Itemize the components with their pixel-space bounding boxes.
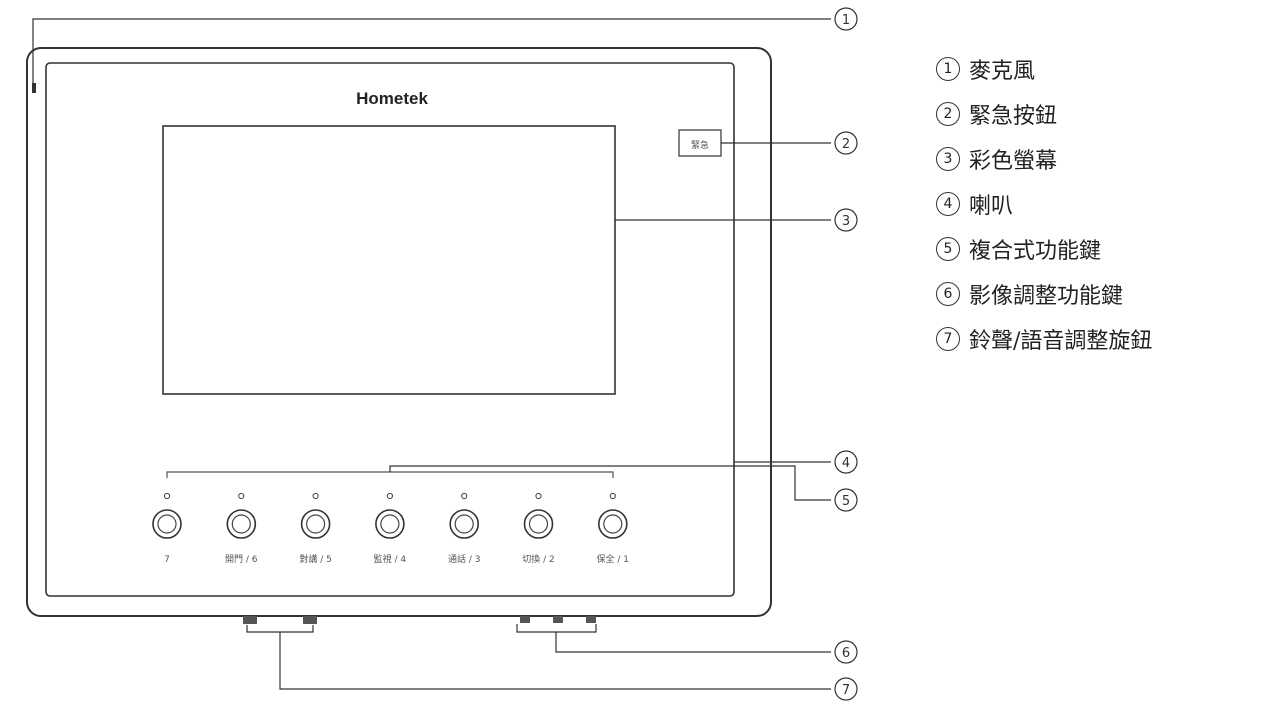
callout-3-number: 3: [842, 214, 850, 229]
image-adjust-key-middle: [553, 616, 563, 623]
leader-line-7: [279, 632, 831, 690]
volume-knob-bracket: [246, 625, 314, 633]
volume-knob-housing-left: [243, 616, 257, 624]
brand-logo: Hometek: [356, 89, 428, 108]
callout-4: 4: [834, 450, 858, 474]
button-cap: [380, 514, 400, 534]
callout-7-number: 7: [842, 683, 850, 698]
indicator-led: [535, 492, 542, 500]
callout-6: 6: [834, 640, 858, 664]
emergency-button: [678, 129, 722, 157]
device-inner-panel: [45, 62, 735, 597]
legend: 1 麥克風 2 緊急按鈕 3 彩色螢幕 4 喇叭 5 複合式功能鍵 6 影像調整…: [936, 50, 1266, 365]
button-label: 切換 / 2: [522, 553, 554, 565]
image-adjust-key-right: [586, 616, 596, 623]
button-label: 監視 / 4: [374, 553, 407, 565]
legend-number: 1: [936, 56, 960, 81]
callout-5-circle: [834, 488, 858, 512]
indicator-led: [609, 492, 616, 500]
button-label: 開門 / 6: [225, 554, 258, 565]
button-label: 7: [164, 555, 170, 565]
legend-number: 2: [936, 101, 960, 126]
callout-5: 5: [834, 488, 858, 512]
callout-7-circle: [834, 677, 858, 701]
callouts: 1 2 3 4 5 6 7: [834, 7, 858, 701]
legend-number: 4: [936, 191, 960, 216]
legend-label: 複合式功能鍵: [969, 238, 1102, 264]
function-button-2: 開門 / 6: [225, 492, 258, 565]
legend-item-combo-function-keys: 5 複合式功能鍵: [936, 230, 1266, 267]
leader-lines: [32, 18, 831, 690]
function-button-4: 監視 / 4: [374, 492, 407, 565]
indicator-led: [461, 492, 468, 500]
callout-1: 1: [834, 7, 858, 31]
indicator-led: [163, 492, 171, 500]
button-label: 保全 / 1: [597, 553, 629, 565]
indicator-led: [312, 492, 319, 500]
function-buttons: 7 開門 / 6 對講 / 5 監視 / 4 通話 / 3 切換 / 2 保全 / 1: [152, 492, 629, 565]
callout-3-circle: [834, 208, 858, 232]
button-cap: [454, 514, 474, 534]
callout-6-circle: [834, 640, 858, 664]
callout-2-circle: [834, 131, 858, 155]
callout-4-circle: [834, 450, 858, 474]
legend-label: 影像調整功能鍵: [969, 283, 1124, 309]
callout-6-number: 6: [842, 646, 850, 661]
legend-number: 6: [936, 281, 960, 306]
microphone-hole: [32, 83, 36, 93]
color-screen: [162, 125, 616, 395]
legend-item-image-adjust-keys: 6 影像調整功能鍵: [936, 275, 1266, 312]
button-cap: [306, 514, 326, 534]
legend-label: 麥克風: [969, 58, 1036, 84]
function-button-7: 保全 / 1: [597, 492, 629, 565]
function-button-1: 7: [152, 492, 182, 565]
callout-2-number: 2: [842, 137, 850, 152]
legend-label: 鈴聲/語音調整旋鈕: [969, 328, 1153, 354]
callout-2: 2: [834, 131, 858, 155]
callout-3: 3: [834, 208, 858, 232]
button-cap: [603, 514, 623, 534]
legend-item-emergency-button: 2 緊急按鈕: [936, 95, 1266, 132]
function-button-6: 切換 / 2: [522, 492, 555, 565]
legend-label: 彩色螢幕: [969, 148, 1058, 174]
indicator-led: [386, 492, 393, 500]
callout-1-number: 1: [842, 13, 850, 28]
callout-5-number: 5: [842, 494, 850, 509]
legend-label: 緊急按鈕: [969, 103, 1058, 129]
leader-line-1: [32, 18, 831, 83]
legend-item-color-screen: 3 彩色螢幕: [936, 140, 1266, 177]
button-cap: [231, 514, 251, 534]
indicator-led: [238, 492, 245, 500]
function-button-5: 通話 / 3: [448, 492, 480, 565]
legend-number: 5: [936, 236, 960, 261]
legend-number: 3: [936, 146, 960, 171]
legend-item-microphone: 1 麥克風: [936, 50, 1266, 87]
callout-4-number: 4: [842, 456, 850, 471]
legend-number: 7: [936, 326, 960, 351]
leader-line-6: [555, 632, 831, 653]
image-adjust-key-left: [520, 616, 530, 623]
leader-line-5: [389, 465, 831, 501]
function-button-3: 對講 / 5: [299, 492, 332, 565]
legend-item-volume-knob: 7 鈴聲/語音調整旋鈕: [936, 320, 1266, 357]
legend-label: 喇叭: [969, 193, 1014, 219]
speaker-bracket: [166, 471, 614, 478]
legend-item-speaker: 4 喇叭: [936, 185, 1266, 222]
button-cap: [528, 514, 549, 534]
button-label: 通話 / 3: [448, 553, 480, 565]
volume-knob-housing-right: [303, 616, 317, 624]
device-outer-frame: [26, 47, 772, 617]
button-cap: [157, 514, 177, 534]
callout-7: 7: [834, 677, 858, 701]
image-adjust-bracket: [516, 624, 597, 633]
emergency-button-label: 緊急: [691, 139, 709, 151]
button-label: 對講 / 5: [299, 553, 331, 565]
callout-1-circle: [834, 7, 858, 31]
